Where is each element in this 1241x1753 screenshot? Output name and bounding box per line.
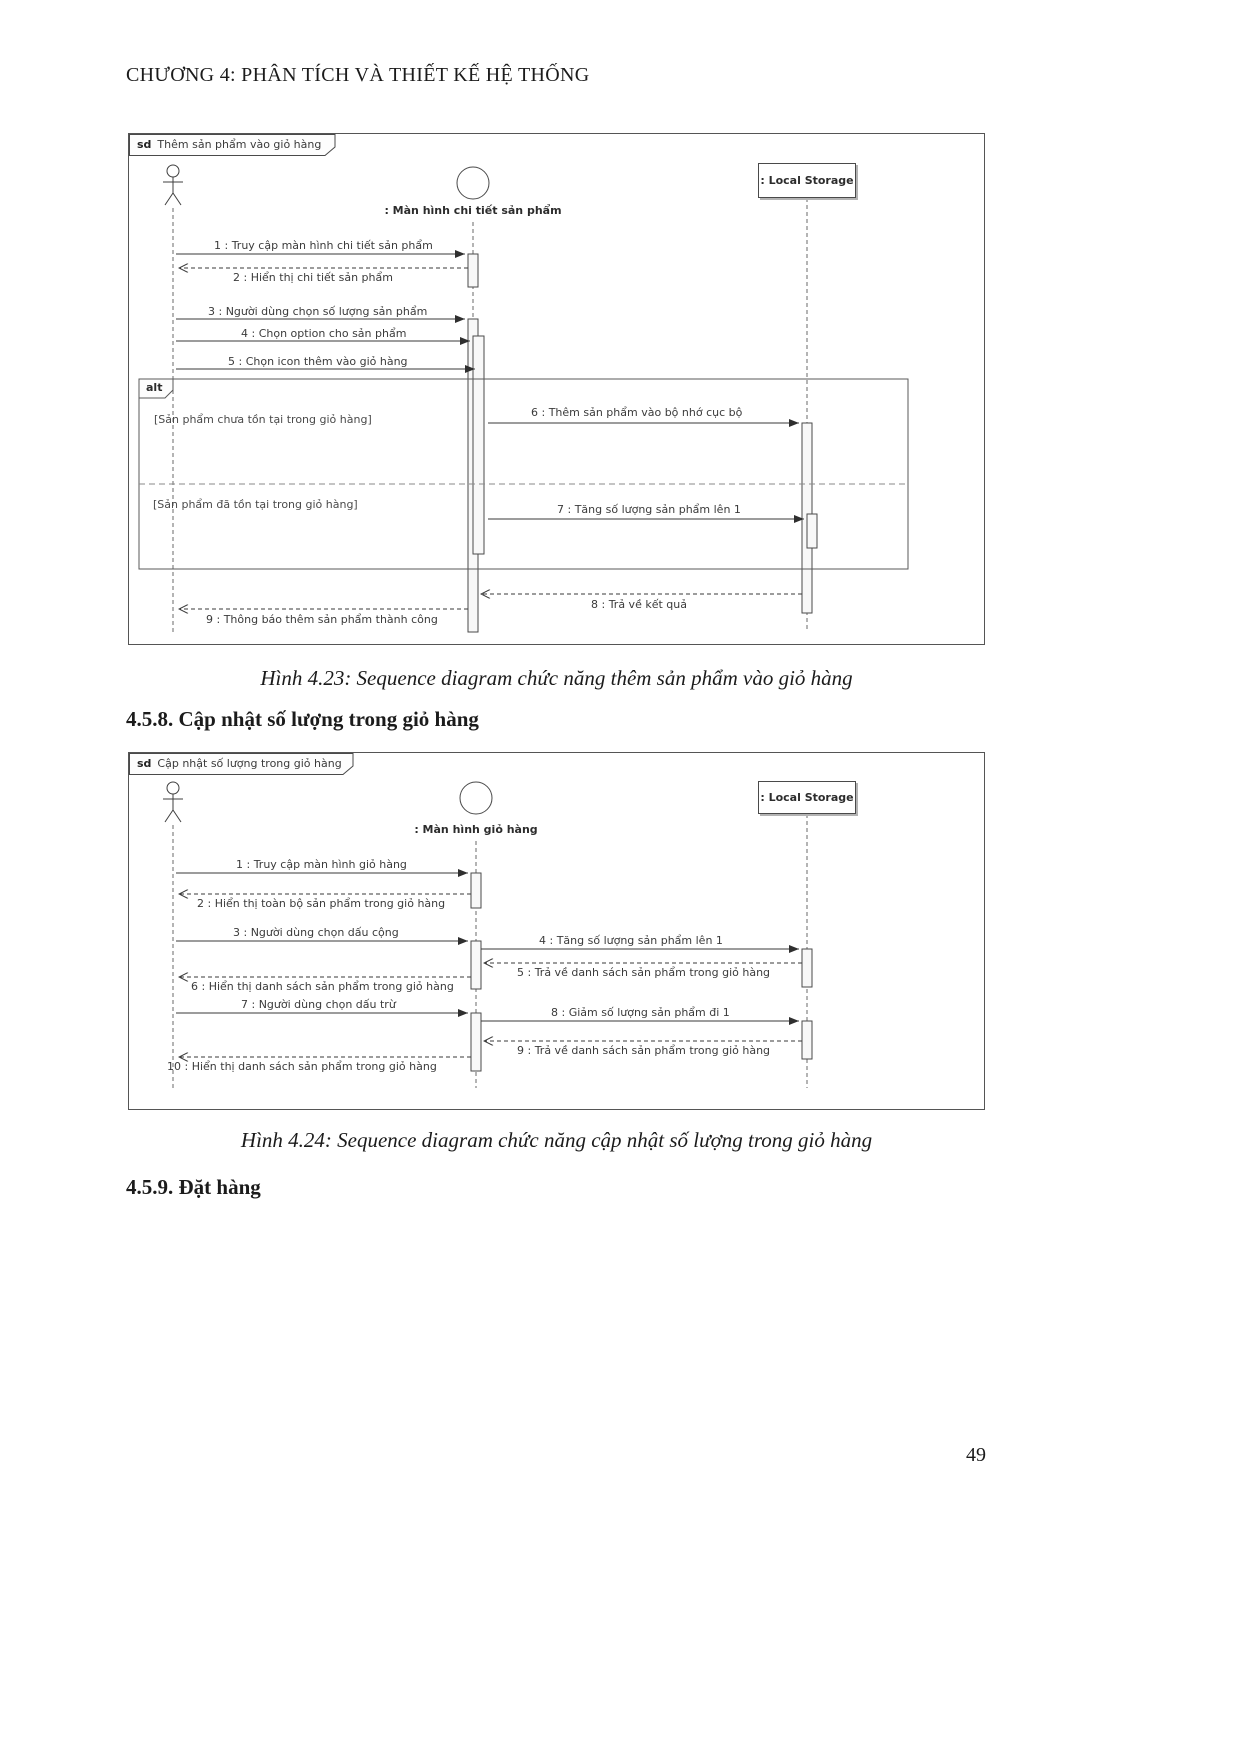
activation-bar: [467, 253, 479, 288]
alt-guard-1: [Sản phẩm chưa tồn tại trong giỏ hàng]: [154, 413, 372, 426]
message-arrows: [176, 250, 804, 609]
figure-4-23-sequence-diagram: sd Thêm sản phẩm vào giỏ hàng : Màn hình …: [128, 133, 985, 645]
message-6-label: 6 : Hiển thị danh sách sản phẩm trong gi…: [191, 980, 454, 993]
diagram2-canvas: [129, 753, 813, 1088]
activation-bar: [801, 1020, 813, 1060]
message-8-label: 8 : Trả về kết quả: [591, 598, 687, 611]
activation-bar: [801, 948, 813, 988]
activation-bar: [470, 940, 482, 990]
activation-bars: [470, 872, 813, 1072]
message-arrows: [176, 869, 802, 1057]
lifeline-screen-label: : Màn hình giỏ hàng: [414, 823, 538, 836]
activation-bar: [806, 513, 818, 549]
message-8-label: 8 : Giảm số lượng sản phẩm đi 1: [551, 1006, 730, 1019]
message-4-label: 4 : Tăng số lượng sản phẩm lên 1: [539, 934, 723, 947]
screen-object-circle-icon: [459, 781, 493, 815]
figure-4-24-caption: Hình 4.24: Sequence diagram chức năng cậ…: [240, 1128, 873, 1152]
message-7-label: 7 : Người dùng chọn dấu trừ: [241, 998, 396, 1011]
local-storage-label: : Local Storage: [760, 791, 854, 804]
section-4-5-9-heading: 4.5.9. Đặt hàng: [126, 1175, 261, 1199]
message-3-label: 3 : Người dùng chọn số lượng sản phẩm: [208, 305, 428, 318]
message-9-label: 9 : Trả về danh sách sản phẩm trong giỏ …: [517, 1044, 771, 1057]
activation-bar: [470, 1012, 482, 1072]
lifeline-screen-label: : Màn hình chi tiết sản phẩm: [384, 204, 562, 217]
message-10-label: 10 : Hiển thị danh sách sản phẩm trong g…: [167, 1060, 437, 1073]
alt-operator-label: alt: [146, 381, 163, 394]
activation-bar: [470, 872, 482, 909]
message-3-label: 3 : Người dùng chọn dấu cộng: [233, 926, 399, 939]
message-2-label: 2 : Hiển thị chi tiết sản phẩm: [233, 271, 393, 284]
screen-object-circle-icon: [456, 166, 490, 200]
sd-keyword: sd: [137, 757, 152, 770]
section-4-5-8-heading: 4.5.8. Cập nhật số lượng trong giỏ hàng: [126, 707, 479, 731]
chapter-header: CHƯƠNG 4: PHÂN TÍCH VÀ THIẾT KẾ HỆ THỐNG: [126, 64, 590, 86]
alt-fragment-frame: [138, 378, 909, 570]
figure-4-23-caption: Hình 4.23: Sequence diagram chức năng th…: [260, 666, 853, 690]
message-7-label: 7 : Tăng số lượng sản phẩm lên 1: [557, 503, 741, 516]
alt-guard-2: [Sản phẩm đã tồn tại trong giỏ hàng]: [153, 498, 358, 511]
message-6-label: 6 : Thêm sản phẩm vào bộ nhớ cục bộ: [531, 406, 743, 419]
activation-bar: [472, 335, 485, 555]
frame-title-tab: sd Cập nhật số lượng trong giỏ hàng: [137, 757, 342, 770]
message-4-label: 4 : Chọn option cho sản phẩm: [241, 327, 407, 340]
frame-title: Cập nhật số lượng trong giỏ hàng: [157, 757, 342, 770]
frame-tab-shape: [129, 134, 336, 156]
activation-bars: [467, 253, 818, 633]
actor-icon: [163, 164, 183, 206]
frame-tab-shape: [129, 753, 354, 775]
message-9-label: 9 : Thông báo thêm sản phẩm thành công: [206, 613, 438, 626]
message-1-label: 1 : Truy cập màn hình chi tiết sản phẩm: [214, 239, 433, 252]
lifeline-local-storage: : Local Storage: [758, 163, 856, 198]
message-5-label: 5 : Chọn icon thêm vào giỏ hàng: [228, 355, 408, 368]
local-storage-label: : Local Storage: [760, 174, 854, 187]
message-5-label: 5 : Trả về danh sách sản phẩm trong giỏ …: [517, 966, 771, 979]
lifeline-local-storage: : Local Storage: [758, 781, 856, 814]
sd-keyword: sd: [137, 138, 152, 151]
page-number: 49: [966, 1444, 986, 1466]
frame-title: Thêm sản phẩm vào giỏ hàng: [157, 138, 322, 151]
diagram1-canvas: [129, 134, 909, 633]
alt-label-pentagon: [138, 378, 174, 399]
message-1-label: 1 : Truy cập màn hình giỏ hàng: [236, 858, 407, 871]
frame-title-tab: sd Thêm sản phẩm vào giỏ hàng: [137, 138, 321, 151]
figure-4-24-sequence-diagram: sd Cập nhật số lượng trong giỏ hàng : Màn…: [128, 752, 985, 1110]
message-2-label: 2 : Hiển thị toàn bộ sản phẩm trong giỏ …: [197, 897, 446, 910]
actor-icon: [163, 781, 183, 823]
